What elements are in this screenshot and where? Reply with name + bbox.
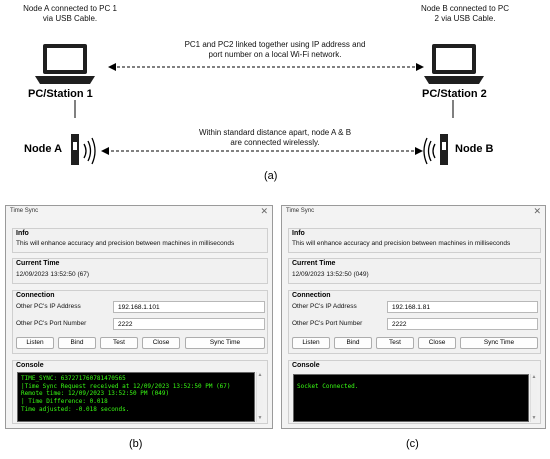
node-a-label: Node A (24, 143, 63, 155)
time-sync-window-b: Time Sync ✕ Info This will enhance accur… (5, 205, 273, 429)
bind-button[interactable]: Bind (334, 337, 372, 349)
scroll-down-icon[interactable]: ▼ (531, 415, 537, 421)
info-group: Info This will enhance accuracy and prec… (288, 228, 541, 253)
port-label: Other PC's Port Number (16, 320, 87, 327)
caption-a: (a) (264, 170, 278, 182)
console-scrollbar[interactable]: ▲ ▼ (256, 372, 263, 422)
ip-label: Other PC's IP Address (292, 303, 357, 310)
info-text: This will enhance accuracy and precision… (16, 240, 235, 247)
wireless-note: Within standard distance apart, node A &… (198, 128, 352, 147)
window-title: Time Sync (10, 208, 39, 214)
diagram-graphics (35, 44, 484, 165)
scroll-down-icon[interactable]: ▼ (257, 415, 263, 421)
connection-group: Connection Other PC's IP Address 192.168… (288, 290, 541, 354)
test-button[interactable]: Test (376, 337, 414, 349)
current-time-title: Current Time (16, 260, 60, 267)
current-time-group: Current Time 12/09/2023 13:52:50 (67) (12, 258, 268, 284)
ip-address-input[interactable]: 192.168.1.81 (387, 301, 538, 313)
node-a-pc-note: Node A connected to PC 1 via USB Cable. (23, 4, 117, 23)
sync-time-button[interactable]: Sync Time (460, 337, 538, 349)
pc-link-note: PC1 and PC2 linked together using IP add… (184, 40, 366, 59)
close-button[interactable]: Close (418, 337, 456, 349)
laptop-icon (424, 44, 484, 84)
console-scrollbar[interactable]: ▲ ▼ (530, 374, 537, 422)
console-output[interactable]: Socket Connected. (293, 374, 529, 422)
listen-button[interactable]: Listen (16, 337, 54, 349)
node-b-pc-note: Node B connected to PC 2 via USB Cable. (420, 4, 510, 23)
console-group: Console TIME_SYNC: 637271760781470565 |T… (12, 360, 268, 424)
console-line: Time adjusted: -0.018 seconds. (21, 405, 130, 413)
current-time-value: 12/09/2023 13:52:50 (67) (16, 271, 90, 278)
console-title: Console (16, 362, 44, 369)
port-label: Other PC's Port Number (292, 320, 363, 327)
close-button[interactable]: Close (142, 337, 180, 349)
laptop-icon (35, 44, 95, 84)
current-time-group: Current Time 12/09/2023 13:52:50 (049) (288, 258, 541, 284)
scroll-up-icon[interactable]: ▲ (531, 374, 537, 380)
port-number-input[interactable]: 2222 (113, 318, 265, 330)
close-icon[interactable]: ✕ (260, 206, 268, 216)
connection-title: Connection (16, 292, 55, 299)
console-output[interactable]: TIME_SYNC: 637271760781470565 |Time Sync… (17, 372, 255, 422)
sync-time-button[interactable]: Sync Time (185, 337, 265, 349)
current-time-value: 12/09/2023 13:52:50 (049) (292, 271, 369, 278)
wireless-node-icon (423, 134, 448, 165)
console-line: | Time Difference: 0.018 (21, 398, 108, 406)
port-number-input[interactable]: 2222 (387, 318, 538, 330)
info-group: Info This will enhance accuracy and prec… (12, 228, 268, 253)
info-title: Info (292, 230, 305, 237)
info-text: This will enhance accuracy and precision… (292, 240, 511, 247)
node-b-label: Node B (455, 143, 494, 155)
console-line: Remote time: 12/09/2023 13:52:50 PM (049… (21, 390, 170, 398)
console-line: TIME_SYNC: 637271760781470565 (21, 375, 126, 382)
close-icon[interactable]: ✕ (533, 206, 541, 216)
pc2-label: PC/Station 2 (422, 88, 487, 100)
console-line: Socket Connected. (297, 383, 359, 390)
listen-button[interactable]: Listen (292, 337, 330, 349)
time-sync-window-c: Time Sync ✕ Info This will enhance accur… (281, 205, 546, 429)
test-button[interactable]: Test (100, 337, 138, 349)
console-title: Console (292, 362, 320, 369)
bind-button[interactable]: Bind (58, 337, 96, 349)
console-line: |Time Sync Request received at 12/09/202… (21, 382, 231, 390)
ip-label: Other PC's IP Address (16, 303, 81, 310)
info-title: Info (16, 230, 29, 237)
connection-title: Connection (292, 292, 331, 299)
window-title: Time Sync (286, 208, 315, 214)
connection-group: Connection Other PC's IP Address 192.168… (12, 290, 268, 354)
caption-b: (b) (129, 438, 143, 450)
pc1-label: PC/Station 1 (28, 88, 93, 100)
ip-address-input[interactable]: 192.168.1.101 (113, 301, 265, 313)
current-time-title: Current Time (292, 260, 336, 267)
caption-c: (c) (406, 438, 419, 450)
scroll-up-icon[interactable]: ▲ (257, 372, 263, 378)
console-group: Console Socket Connected. ▲ ▼ (288, 360, 541, 424)
wireless-node-icon (71, 134, 96, 165)
